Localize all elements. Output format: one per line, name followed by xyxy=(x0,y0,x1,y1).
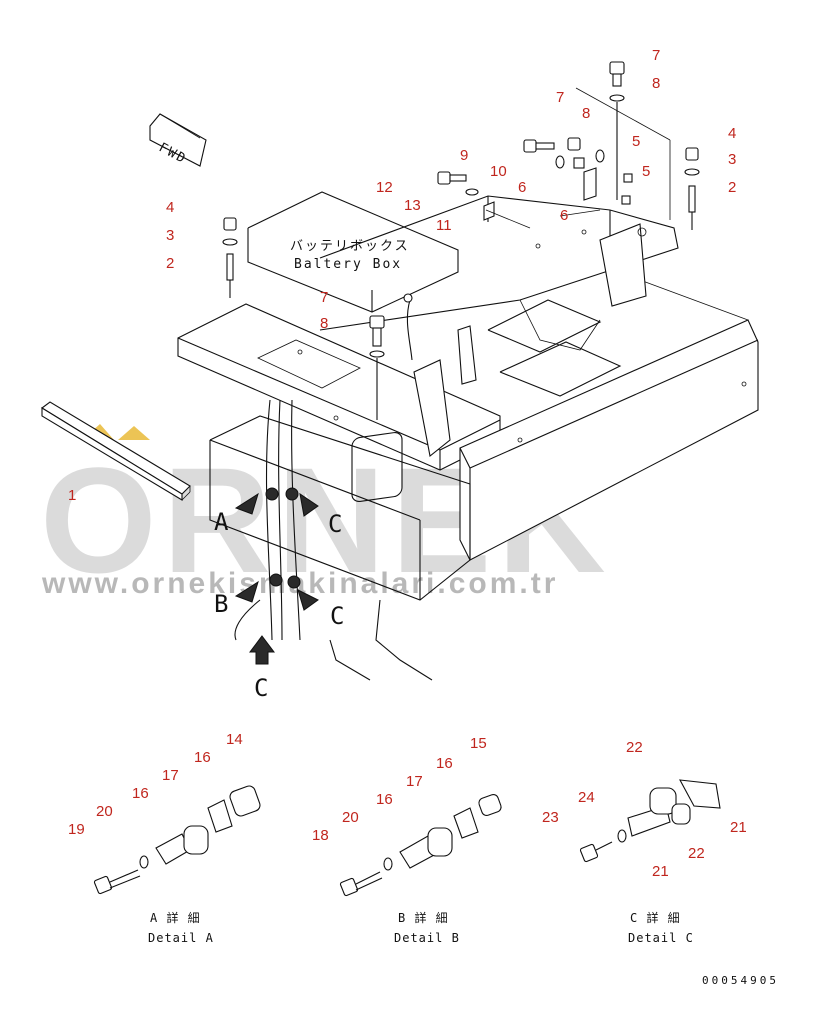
callout-number: 12 xyxy=(376,179,393,196)
view-arrow-c-icon xyxy=(297,589,319,611)
detail-a-title-en: Detail A xyxy=(148,931,214,945)
callout-number: 22 xyxy=(688,845,705,862)
fwd-arrow-icon: FWD xyxy=(149,113,207,167)
callout-number: 21 xyxy=(730,819,747,836)
callout-number: 18 xyxy=(312,827,329,844)
callout-number: 2 xyxy=(728,179,736,196)
callout-number: 8 xyxy=(582,105,590,122)
callout-number: 14 xyxy=(226,731,243,748)
callout-number: 4 xyxy=(166,199,174,216)
callout-number: 15 xyxy=(470,735,487,752)
callout-number: 3 xyxy=(166,227,174,244)
callout-number: 24 xyxy=(578,789,595,806)
view-arrow-c-up-icon xyxy=(249,635,275,665)
detail-a-exploded xyxy=(93,785,261,895)
view-letter-b: B xyxy=(214,590,228,618)
detail-a-title-jp: A 詳 細 xyxy=(150,910,201,925)
callout-number: 9 xyxy=(460,147,468,164)
detail-b-title-jp: B 詳 細 xyxy=(398,910,449,925)
callout-number: 6 xyxy=(518,179,526,196)
view-arrow-c-icon xyxy=(299,492,319,517)
watermark-accent-icon xyxy=(118,426,150,440)
callout-number: 7 xyxy=(556,89,564,106)
callout-number: 16 xyxy=(376,791,393,808)
callout-number: 16 xyxy=(132,785,149,802)
callout-number: 19 xyxy=(68,821,85,838)
callout-number: 16 xyxy=(194,749,211,766)
view-arrow-a-icon xyxy=(234,492,259,515)
callout-number: 20 xyxy=(342,809,359,826)
view-letter-c: C xyxy=(330,602,344,630)
callout-number: 13 xyxy=(404,197,421,214)
callout-number: 6 xyxy=(560,207,568,224)
drawing-number: 00054905 xyxy=(702,974,779,987)
callout-number: 7 xyxy=(320,289,328,306)
callout-number: 17 xyxy=(406,773,423,790)
battery-box-label-jp: バッテリボックス xyxy=(290,239,410,254)
callout-number: 2 xyxy=(166,255,174,272)
callout-number: 21 xyxy=(652,863,669,880)
callout-number: 5 xyxy=(632,133,640,150)
battery-box-frame xyxy=(41,191,759,681)
callout-number: 8 xyxy=(652,75,660,92)
detail-c-exploded xyxy=(579,779,721,863)
battery-box-label-en: Baltery Box xyxy=(294,257,402,272)
callout-number: 17 xyxy=(162,767,179,784)
callout-number: 22 xyxy=(626,739,643,756)
callout-number: 23 xyxy=(542,809,559,826)
callout-number: 11 xyxy=(436,217,452,234)
fwd-label: FWD xyxy=(156,140,189,167)
detail-c-title-en: Detail C xyxy=(628,931,694,945)
callout-number: 10 xyxy=(490,163,507,180)
callout-number: 16 xyxy=(436,755,453,772)
callout-number: 3 xyxy=(728,151,736,168)
callout-number: 8 xyxy=(320,315,328,332)
detail-b-title-en: Detail B xyxy=(394,931,460,945)
detail-c-title-jp: C 詳 細 xyxy=(630,910,681,925)
callout-number: 7 xyxy=(652,47,660,64)
callouts: 7 8 7 8 4 3 2 9 10 6 5 5 4 3 2 12 13 11 … xyxy=(68,47,747,880)
callout-number: 5 xyxy=(642,163,650,180)
fasteners-top xyxy=(222,61,700,420)
view-arrow-b-icon xyxy=(234,580,259,603)
callout-number: 4 xyxy=(728,125,736,142)
view-letter-c: C xyxy=(328,510,342,538)
view-letter-a: A xyxy=(214,508,229,536)
detail-b-exploded xyxy=(339,793,502,897)
view-letter-c: C xyxy=(254,674,268,702)
callout-number: 20 xyxy=(96,803,113,820)
callout-number: 1 xyxy=(68,487,76,504)
